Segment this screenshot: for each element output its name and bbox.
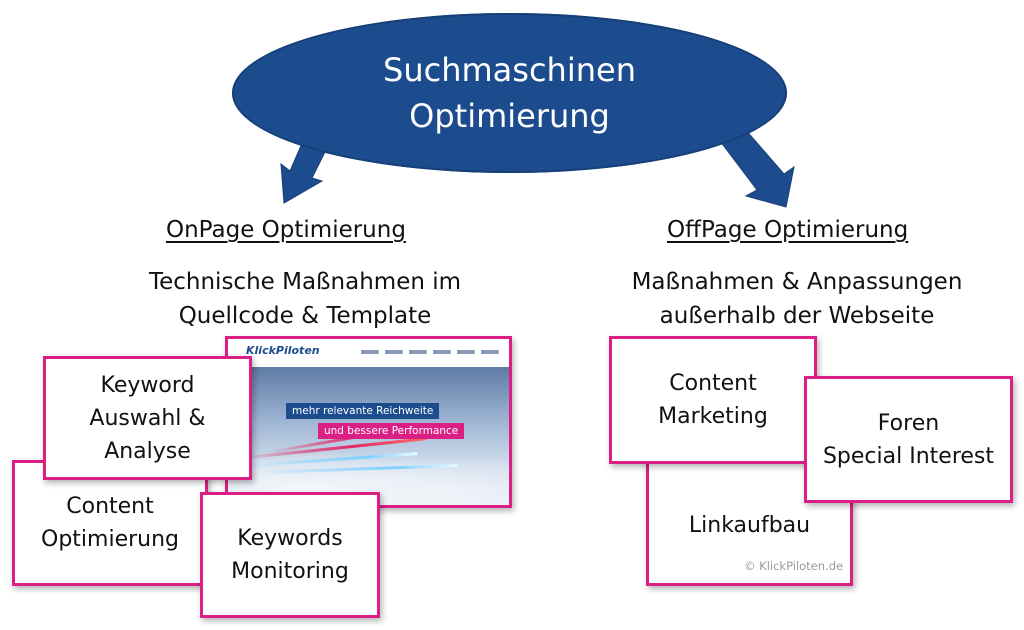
box-foren: Foren Special Interest [804, 376, 1013, 503]
box-linkaufbau: Linkaufbau [646, 458, 853, 586]
box-content-marketing-text: Content Marketing [658, 367, 768, 433]
box-line: Marketing [658, 404, 768, 429]
box-line: Optimierung [41, 527, 179, 552]
screenshot-nav [361, 350, 499, 354]
box-line: Keyword [100, 372, 195, 398]
box-line: Linkaufbau [688, 513, 811, 538]
box-keywords-monitoring-text: Keywords Monitoring [231, 522, 349, 588]
nav-item [361, 350, 379, 354]
box-keyword-auswahl: Keyword Auswahl & Analyse [43, 356, 252, 480]
nav-item [433, 350, 451, 354]
box-line: Foren [877, 410, 940, 436]
nav-item [457, 350, 475, 354]
box-linkaufbau-text: Linkaufbau [689, 509, 810, 542]
box-line: Keywords [237, 526, 343, 551]
nav-item [385, 350, 403, 354]
box-line: Content [66, 494, 154, 519]
offpage-desc-line-2: außerhalb der Webseite [659, 303, 935, 329]
offpage-desc-line-1: Maßnahmen & Anpassungen [631, 269, 963, 295]
screenshot-logo: KlickPiloten [246, 344, 320, 357]
copyright-text: © KlickPiloten.de [744, 559, 844, 573]
box-content-marketing: Content Marketing [609, 336, 817, 464]
box-keyword-auswahl-text: Keyword Auswahl & Analyse [89, 369, 205, 468]
box-line: Monitoring [231, 559, 349, 584]
screenshot-banner-1: mehr relevante Reichweite [286, 403, 440, 419]
box-content-optimierung-text: Content Optimierung [41, 490, 179, 556]
title-line-2: Optimierung [409, 97, 610, 135]
offpage-description: Maßnahmen & Anpassungen außerhalb der We… [612, 265, 982, 333]
website-screenshot: KlickPiloten mehr relevante Reichweite u… [225, 336, 512, 508]
screenshot-header: KlickPiloten [228, 339, 509, 368]
onpage-desc-line-2: Quellcode & Template [178, 303, 432, 329]
title-line-1: Suchmaschinen [383, 51, 636, 89]
onpage-desc-line-1: Technische Maßnahmen im [148, 269, 462, 295]
screenshot-banner-2: und bessere Performance [318, 423, 465, 439]
nav-item [481, 350, 499, 354]
box-keywords-monitoring: Keywords Monitoring [200, 492, 380, 618]
onpage-description: Technische Maßnahmen im Quellcode & Temp… [130, 265, 480, 333]
ellipse-title: Suchmaschinen Optimierung [383, 47, 636, 139]
onpage-heading: OnPage Optimierung [166, 217, 406, 243]
box-line: Analyse [104, 438, 191, 464]
box-line: Content [669, 371, 757, 396]
offpage-heading: OffPage Optimierung [667, 217, 909, 243]
nav-item [409, 350, 427, 354]
box-line: Special Interest [822, 443, 995, 469]
seo-ellipse: Suchmaschinen Optimierung [232, 13, 787, 173]
box-line: Auswahl & [89, 405, 206, 431]
box-foren-text: Foren Special Interest [823, 407, 994, 473]
